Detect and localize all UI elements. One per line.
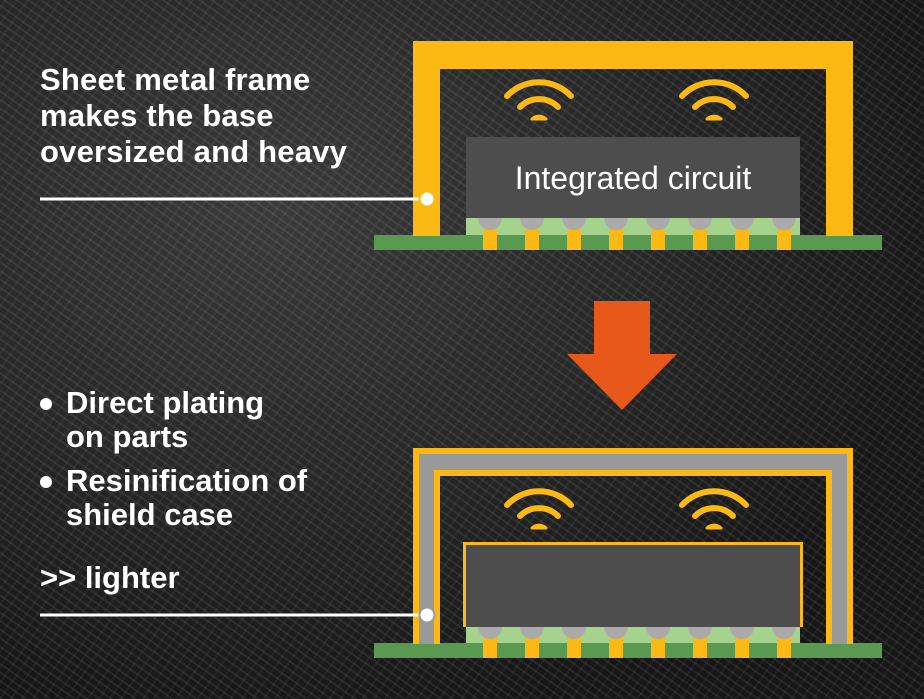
wireless-signal-icon <box>682 491 746 528</box>
sheet-metal-frame <box>413 41 853 236</box>
callout-dot <box>418 190 436 208</box>
bullet-dot-icon <box>40 398 52 410</box>
bullet-item: Direct plating on parts <box>40 386 420 454</box>
wireless-signal-icon <box>682 82 746 119</box>
improvement-bullet-list: Direct plating on parts Resinification o… <box>40 386 420 542</box>
bullet-line: on parts <box>66 419 189 454</box>
sheet-metal-frame-diagram: Integrated circuit <box>40 41 882 250</box>
solder-layer <box>466 218 800 235</box>
down-arrow-icon <box>567 301 677 410</box>
sheet-metal-frame-label: Sheet metal frame makes the base oversiz… <box>40 62 410 170</box>
bullet-dot-icon <box>40 476 52 488</box>
label-line: oversized and heavy <box>40 134 348 169</box>
integrated-circuit-label: Integrated circuit <box>515 160 752 196</box>
resin-shield-diagram <box>40 448 882 658</box>
label-line: Sheet metal frame <box>40 62 311 97</box>
bullet-line: Direct plating <box>66 385 265 420</box>
bullet-line: shield case <box>66 497 234 532</box>
bullet-line: Resinification of <box>66 463 308 498</box>
solder-pads <box>483 229 791 250</box>
lighter-result-label: >> lighter <box>40 560 180 595</box>
integrated-circuit-chip <box>466 137 800 218</box>
callout-dot <box>418 606 436 624</box>
label-line: makes the base <box>40 98 274 133</box>
wireless-signal-icon <box>507 491 571 528</box>
solder-pads <box>483 637 791 658</box>
bullet-item: Resinification of shield case <box>40 464 420 532</box>
integrated-circuit-chip <box>466 545 800 627</box>
pcb-substrate <box>374 235 882 250</box>
solder-layer <box>466 627 800 643</box>
pcb-substrate <box>374 643 882 658</box>
wireless-signal-icon <box>507 82 571 119</box>
